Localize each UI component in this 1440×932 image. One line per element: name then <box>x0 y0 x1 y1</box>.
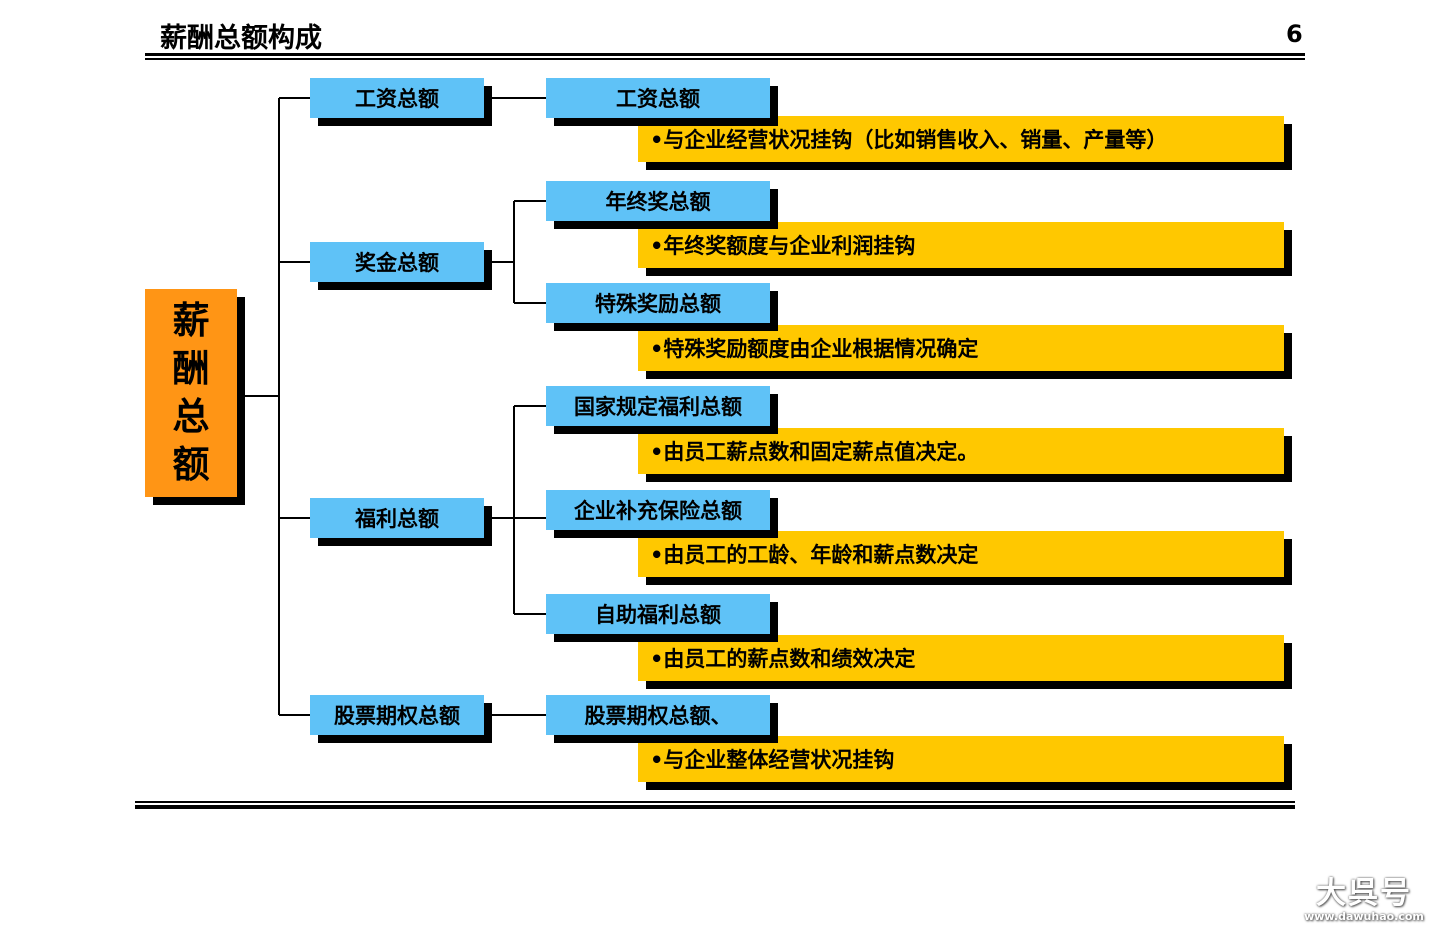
category-node-wage-total: 工资总额 <box>310 78 484 118</box>
item-node-stock-option: 股票期权总额、 <box>546 695 770 735</box>
item-description-annual-bonus: •年终奖额度与企业利润挂钩 <box>638 222 1284 268</box>
item-node-special-bonus: 特殊奖励总额 <box>546 283 770 323</box>
watermark-logo: 大呉号 <box>1316 876 1412 911</box>
root-node-label: 薪酬总额 <box>172 299 210 486</box>
item-description-statutory-welfare: •由员工薪点数和固定薪点值决定。 <box>638 428 1284 474</box>
watermark: 大呉号 www.dawuhao.com <box>1300 868 1428 923</box>
root-node-total-compensation: 薪酬总额 <box>145 289 237 497</box>
item-description-wage-total: •与企业经营状况挂钩（比如销售收入、销量、产量等） <box>638 116 1284 162</box>
item-description-supplementary-insurance: •由员工的工龄、年龄和薪点数决定 <box>638 531 1284 577</box>
item-node-annual-bonus: 年终奖总额 <box>546 181 770 221</box>
item-description-self-service-welfare: •由员工的薪点数和绩效决定 <box>638 635 1284 681</box>
page-title: 薪酬总额构成 <box>160 23 322 54</box>
footer-rule-thin <box>135 801 1295 803</box>
category-node-bonus-total: 奖金总额 <box>310 242 484 282</box>
watermark-url: www.dawuhao.com <box>1304 910 1424 923</box>
footer-rule-thick <box>135 805 1295 809</box>
item-description-stock-option: •与企业整体经营状况挂钩 <box>638 736 1284 782</box>
category-node-stock-option-total: 股票期权总额 <box>310 695 484 735</box>
page-number: 6 <box>1286 20 1303 48</box>
item-node-wage-total: 工资总额 <box>546 78 770 118</box>
header-rule-thick <box>145 53 1305 56</box>
header-rule-thin <box>145 58 1305 60</box>
item-node-statutory-welfare: 国家规定福利总额 <box>546 386 770 426</box>
category-node-welfare-total: 福利总额 <box>310 498 484 538</box>
item-node-self-service-welfare: 自助福利总额 <box>546 594 770 634</box>
item-description-special-bonus: •特殊奖励额度由企业根据情况确定 <box>638 325 1284 371</box>
item-node-supplementary-insurance: 企业补充保险总额 <box>546 490 770 530</box>
